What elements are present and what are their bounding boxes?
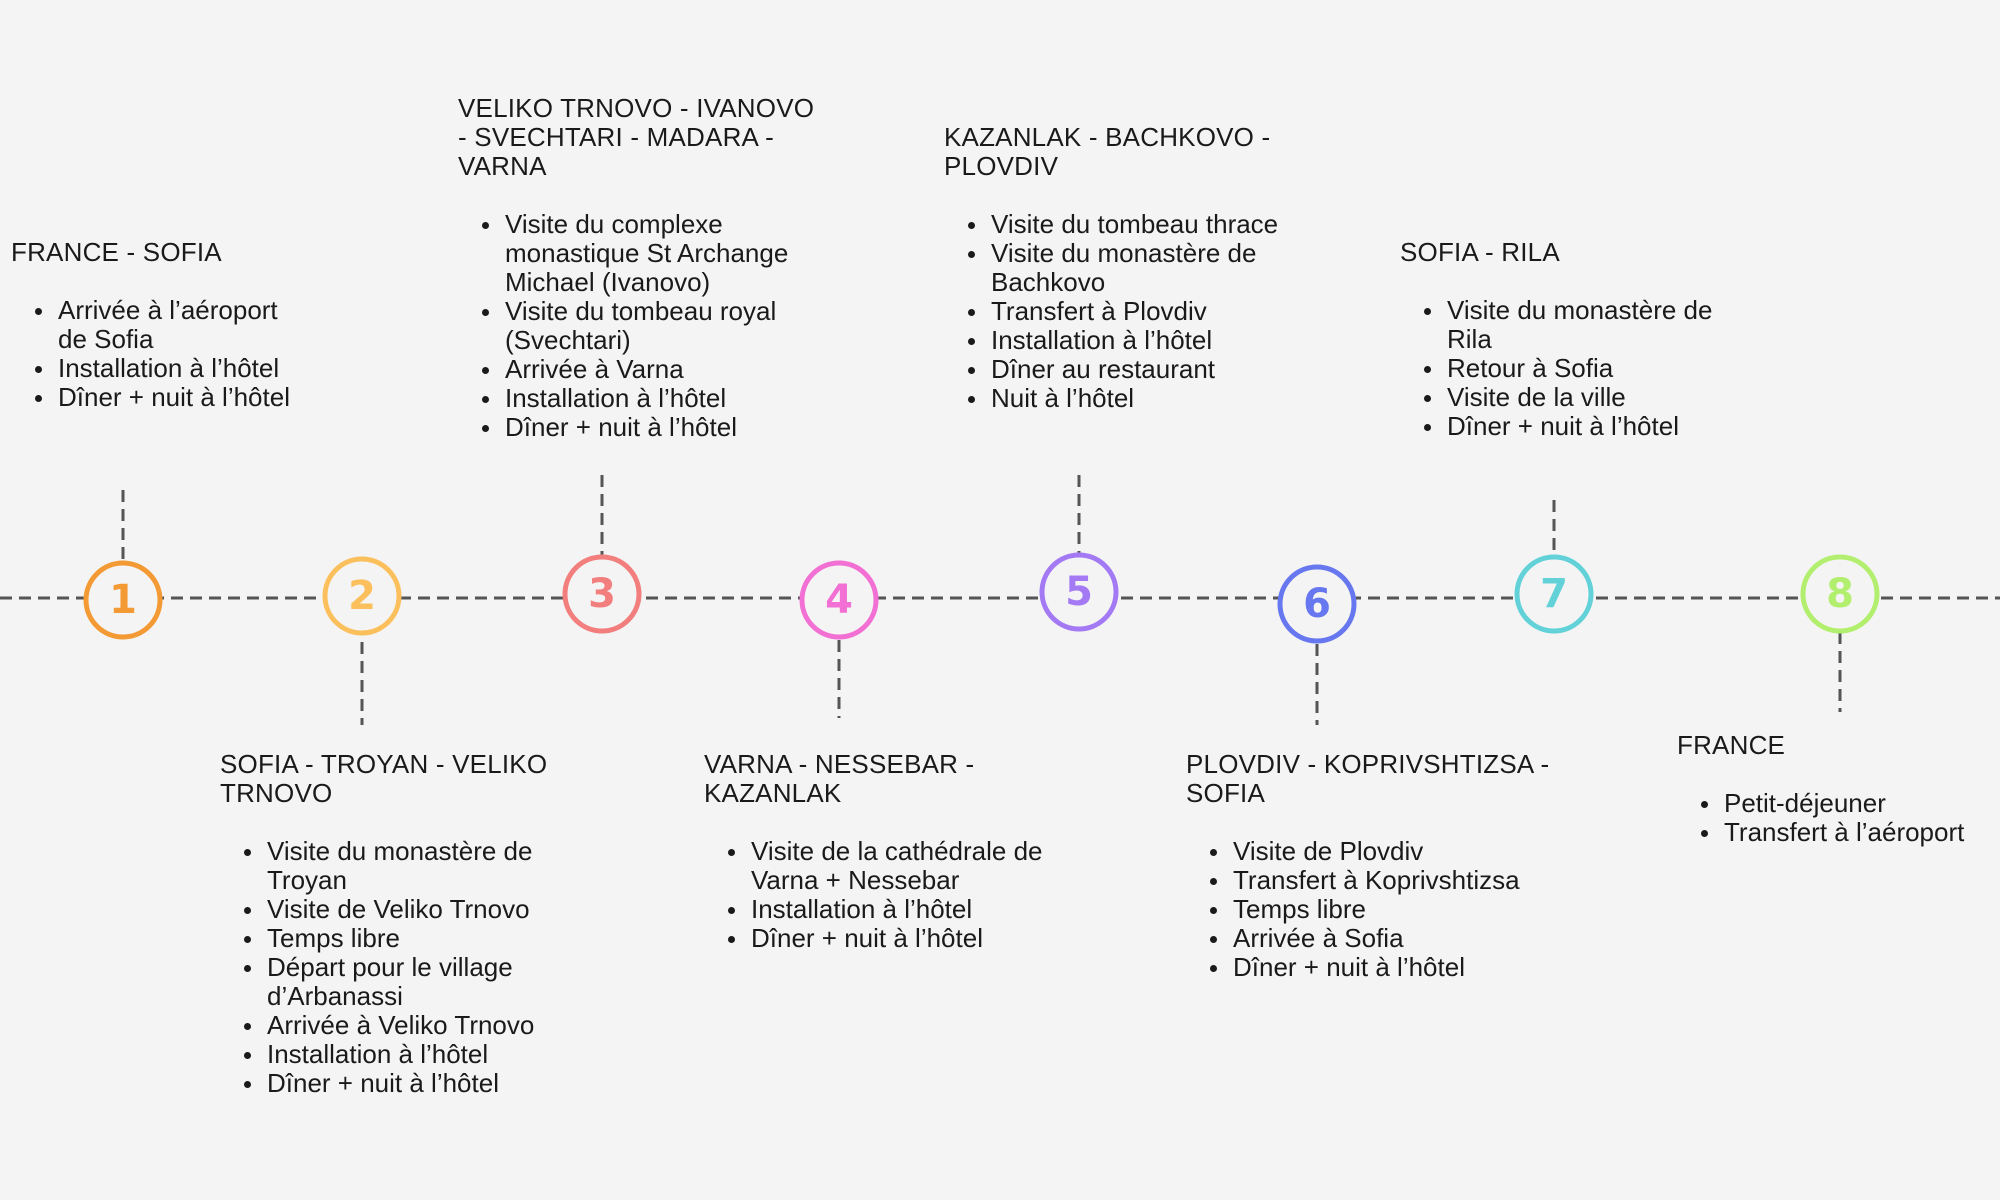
list-item: Visite du tombeau thrace [968, 210, 1284, 239]
list-item: Installation à l’hôtel [482, 384, 828, 413]
step-7-circle [1514, 554, 1594, 634]
step-8-list: Petit-déjeuner Transfert à l’aéroport [1677, 789, 1992, 847]
step-3-block: VELIKO TRNOVO - IVANOVO - SVECHTARI - MA… [458, 94, 828, 442]
list-item: Arrivée à l’aéroport de Sofia [35, 296, 311, 354]
step-1-list: Arrivée à l’aéroport de Sofia Installati… [11, 296, 311, 412]
list-item: Dîner + nuit à l’hôtel [35, 383, 311, 412]
step-3-title: VELIKO TRNOVO - IVANOVO - SVECHTARI - MA… [458, 93, 815, 181]
step-4-list: Visite de la cathédrale de Varna + Nesse… [704, 837, 1044, 953]
list-item: Dîner + nuit à l’hôtel [482, 413, 828, 442]
step-8-title: FRANCE [1677, 730, 1786, 760]
list-item: Installation à l’hôtel [35, 354, 311, 383]
step-8-circle [1800, 554, 1880, 634]
step-2-circle [322, 556, 402, 636]
step-5-circle [1039, 552, 1119, 632]
step-6-title: PLOVDIV - KOPRIVSHTIZSA - SOFIA [1186, 749, 1550, 808]
step-7-block: SOFIA - RILA Visite du monastère de Rila… [1400, 238, 1740, 441]
step-1-block: FRANCE - SOFIA Arrivée à l’aéroport de S… [11, 238, 311, 412]
step-7-list: Visite du monastère de Rila Retour à Sof… [1400, 296, 1740, 441]
list-item: Visite du tombeau royal (Svechtari) [482, 297, 828, 355]
list-item: Arrivée à Sofia [1210, 924, 1566, 953]
list-item: Dîner + nuit à l’hôtel [244, 1069, 560, 1098]
list-item: Visite de Veliko Trnovo [244, 895, 560, 924]
list-item: Temps libre [1210, 895, 1566, 924]
list-item: Retour à Sofia [1424, 354, 1740, 383]
list-item: Nuit à l’hôtel [968, 384, 1284, 413]
list-item: Installation à l’hôtel [728, 895, 1044, 924]
list-item: Installation à l’hôtel [244, 1040, 560, 1069]
list-item: Installation à l’hôtel [968, 326, 1284, 355]
step-2-block: SOFIA - TROYAN - VELIKO TRNOVO Visite du… [220, 750, 560, 1098]
step-1-title: FRANCE - SOFIA [11, 237, 222, 267]
list-item: Transfert à Plovdiv [968, 297, 1284, 326]
step-6-list: Visite de Plovdiv Transfert à Koprivshti… [1186, 837, 1566, 982]
step-2-title: SOFIA - TROYAN - VELIKO TRNOVO [220, 749, 548, 808]
step-5-title: KAZANLAK - BACHKOVO - PLOVDIV [944, 122, 1271, 181]
list-item: Transfert à Koprivshtizsa [1210, 866, 1566, 895]
step-4-block: VARNA - NESSEBAR - KAZANLAK Visite de la… [704, 750, 1044, 953]
step-4-title: VARNA - NESSEBAR - KAZANLAK [704, 749, 975, 808]
list-item: Visite du monastère de Bachkovo [968, 239, 1284, 297]
step-1-circle [83, 560, 163, 640]
list-item: Temps libre [244, 924, 560, 953]
step-3-circle [562, 554, 642, 634]
list-item: Dîner au restaurant [968, 355, 1284, 384]
list-item: Petit-déjeuner [1701, 789, 1992, 818]
list-item: Départ pour le village d’Arbanassi [244, 953, 560, 1011]
list-item: Visite du complexe monastique St Archang… [482, 210, 828, 297]
step-7-title: SOFIA - RILA [1400, 237, 1560, 267]
list-item: Arrivée à Veliko Trnovo [244, 1011, 560, 1040]
list-item: Dîner + nuit à l’hôtel [1210, 953, 1566, 982]
list-item: Dîner + nuit à l’hôtel [1424, 412, 1740, 441]
list-item: Visite de la cathédrale de Varna + Nesse… [728, 836, 1043, 895]
list-item: Visite de Plovdiv [1210, 837, 1566, 866]
step-2-list: Visite du monastère de Troyan Visite de … [220, 837, 560, 1098]
step-6-block: PLOVDIV - KOPRIVSHTIZSA - SOFIA Visite d… [1186, 750, 1566, 982]
step-8-block: FRANCE Petit-déjeuner Transfert à l’aéro… [1677, 731, 1992, 847]
list-item: Transfert à l’aéroport [1701, 818, 1992, 847]
list-item: Visite de la ville [1424, 383, 1740, 412]
step-5-block: KAZANLAK - BACHKOVO - PLOVDIV Visite du … [944, 123, 1284, 413]
step-6-circle [1277, 564, 1357, 644]
list-item: Dîner + nuit à l’hôtel [728, 924, 1044, 953]
step-5-list: Visite du tombeau thrace Visite du monas… [944, 210, 1284, 413]
list-item: Visite du monastère de Rila [1424, 296, 1740, 354]
list-item: Visite du monastère de Troyan [244, 837, 560, 895]
list-item: Arrivée à Varna [482, 355, 828, 384]
step-3-list: Visite du complexe monastique St Archang… [458, 210, 828, 442]
step-4-circle [799, 560, 879, 640]
